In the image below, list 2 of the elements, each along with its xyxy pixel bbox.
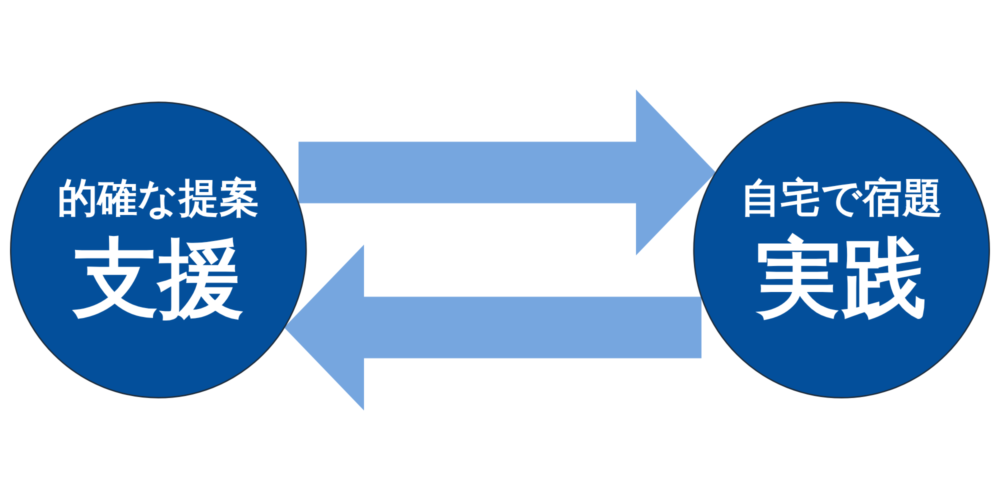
node-circle: 的確な提案 支援 (10, 102, 307, 398)
node-circle: 自宅で宿題 実践 (693, 102, 990, 398)
